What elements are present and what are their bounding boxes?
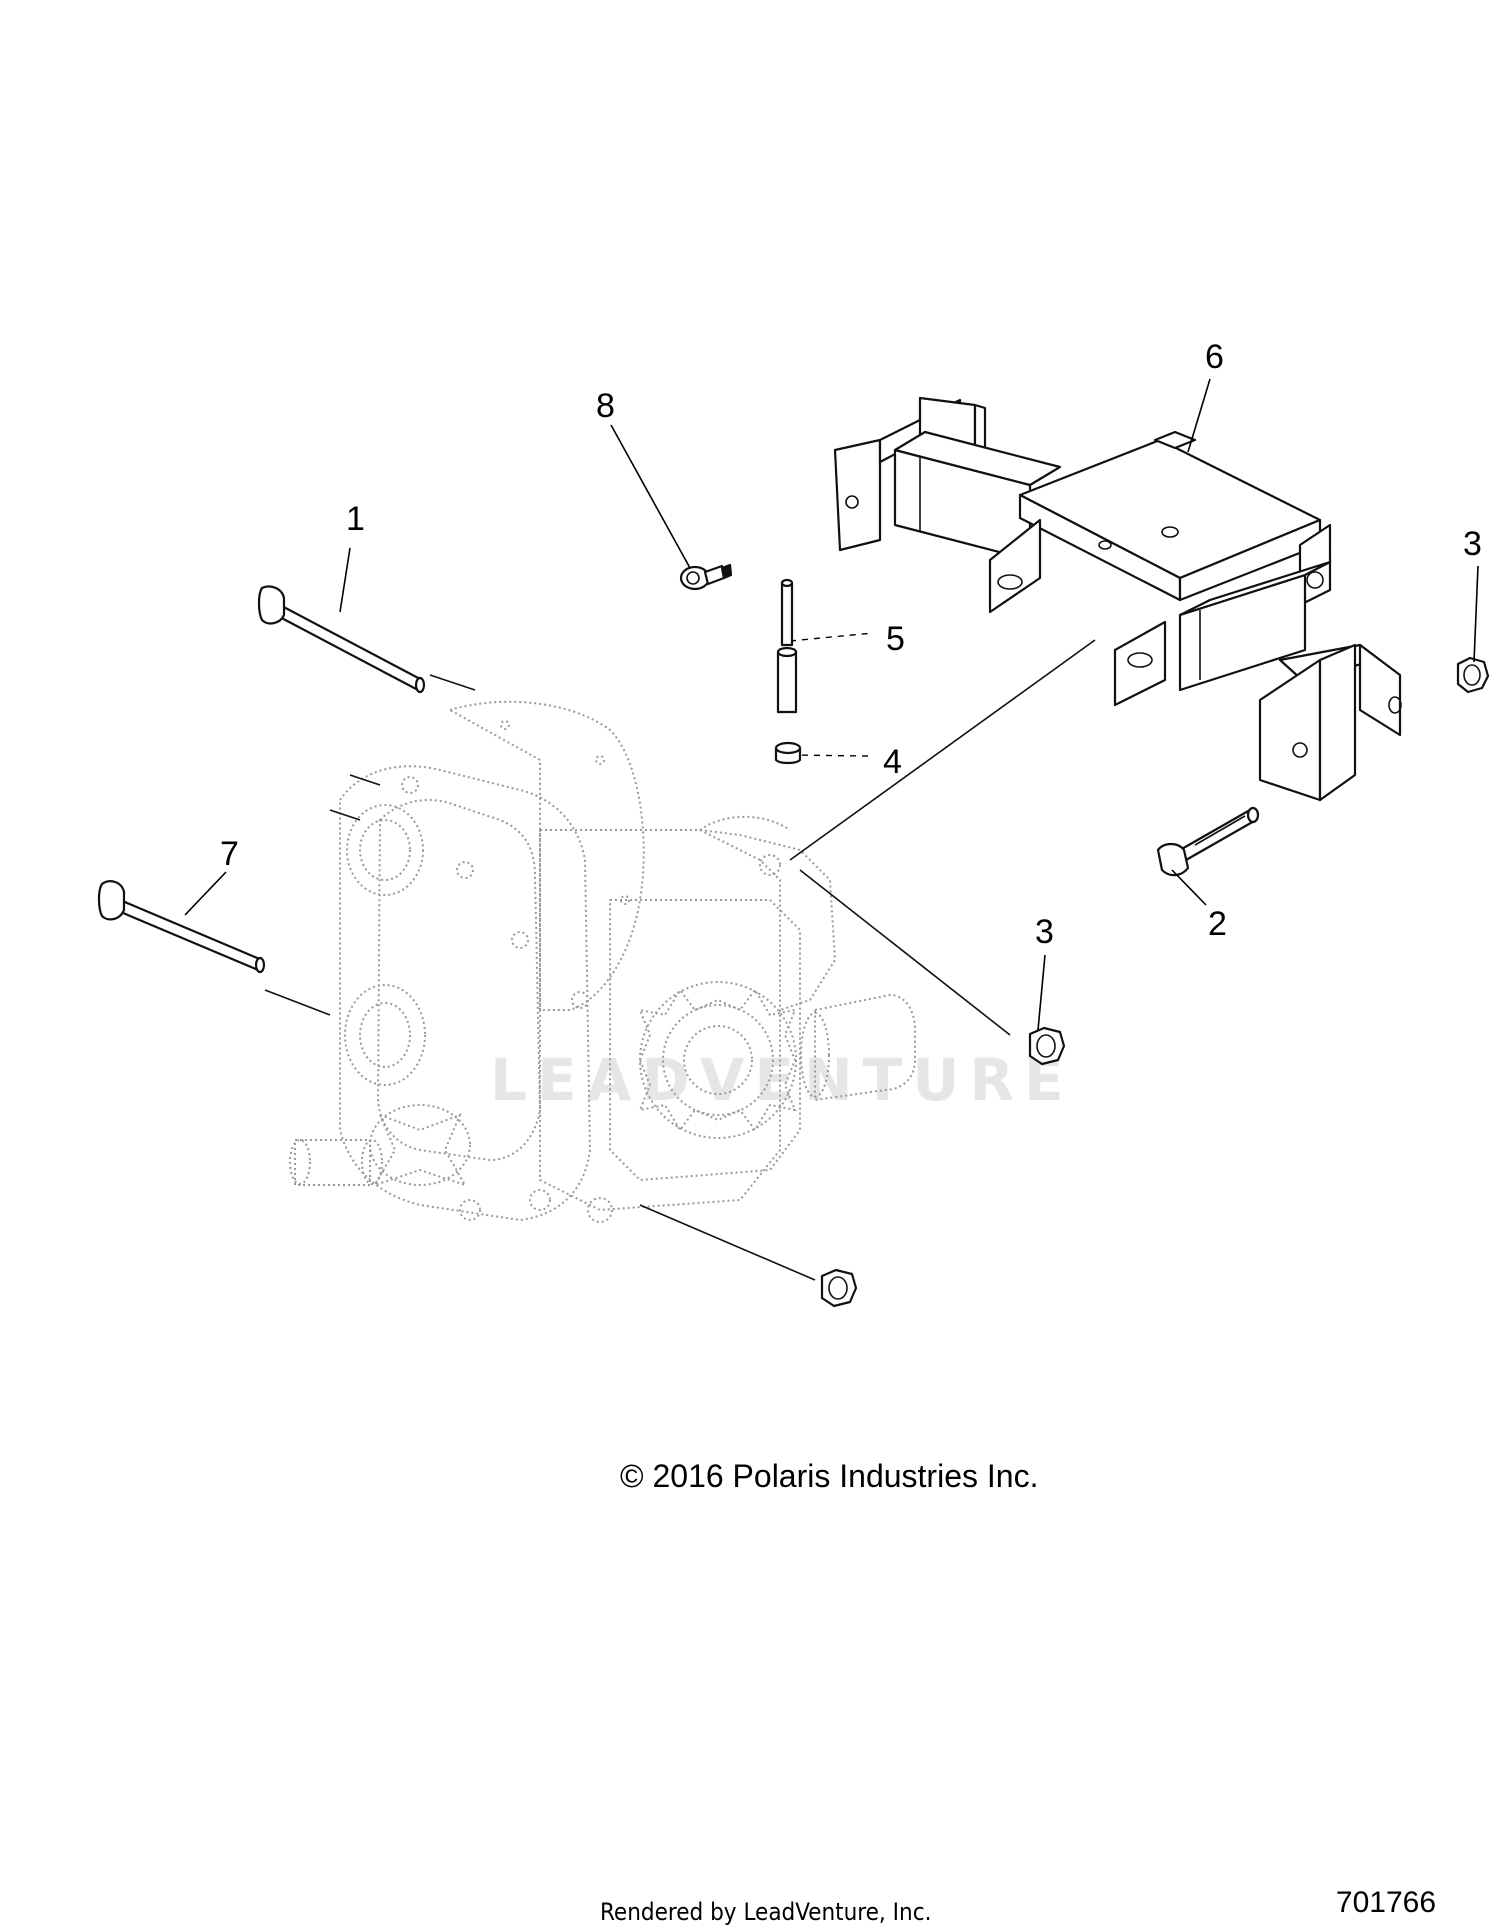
transmission-ghost bbox=[289, 700, 916, 1223]
render-credit: Rendered by LeadVenture, Inc. bbox=[600, 1898, 932, 1926]
callout-4: 4 bbox=[883, 743, 902, 781]
figure-number: 701766 bbox=[1335, 1886, 1436, 1919]
callout-5: 5 bbox=[886, 620, 905, 658]
watermark: LEADVENTURE bbox=[490, 1046, 1074, 1114]
part-2-bolt bbox=[1156, 806, 1260, 877]
callout-2: 2 bbox=[1208, 905, 1227, 943]
callout-6: 6 bbox=[1205, 338, 1224, 376]
callout-1: 1 bbox=[346, 500, 365, 538]
alignment-lines bbox=[264, 632, 1096, 1281]
leader-lines bbox=[184, 378, 1479, 1031]
callout-3-center: 3 bbox=[1035, 913, 1054, 951]
part-3-nut-center bbox=[1028, 1026, 1066, 1066]
part-4-clip bbox=[774, 741, 802, 765]
copyright-notice: © 2016 Polaris Industries Inc. bbox=[620, 1458, 1039, 1494]
callout-3-right: 3 bbox=[1463, 525, 1482, 563]
callout-7: 7 bbox=[220, 835, 239, 873]
part-6-bracket bbox=[833, 396, 1402, 802]
callout-8: 8 bbox=[596, 387, 615, 425]
part-5-pin bbox=[776, 578, 798, 714]
part-3-nut-lower bbox=[820, 1268, 858, 1308]
part-7-bolt bbox=[97, 880, 266, 974]
part-3-nut-right bbox=[1456, 656, 1490, 694]
part-1-bolt bbox=[257, 585, 426, 694]
part-8-clamp bbox=[679, 563, 733, 591]
